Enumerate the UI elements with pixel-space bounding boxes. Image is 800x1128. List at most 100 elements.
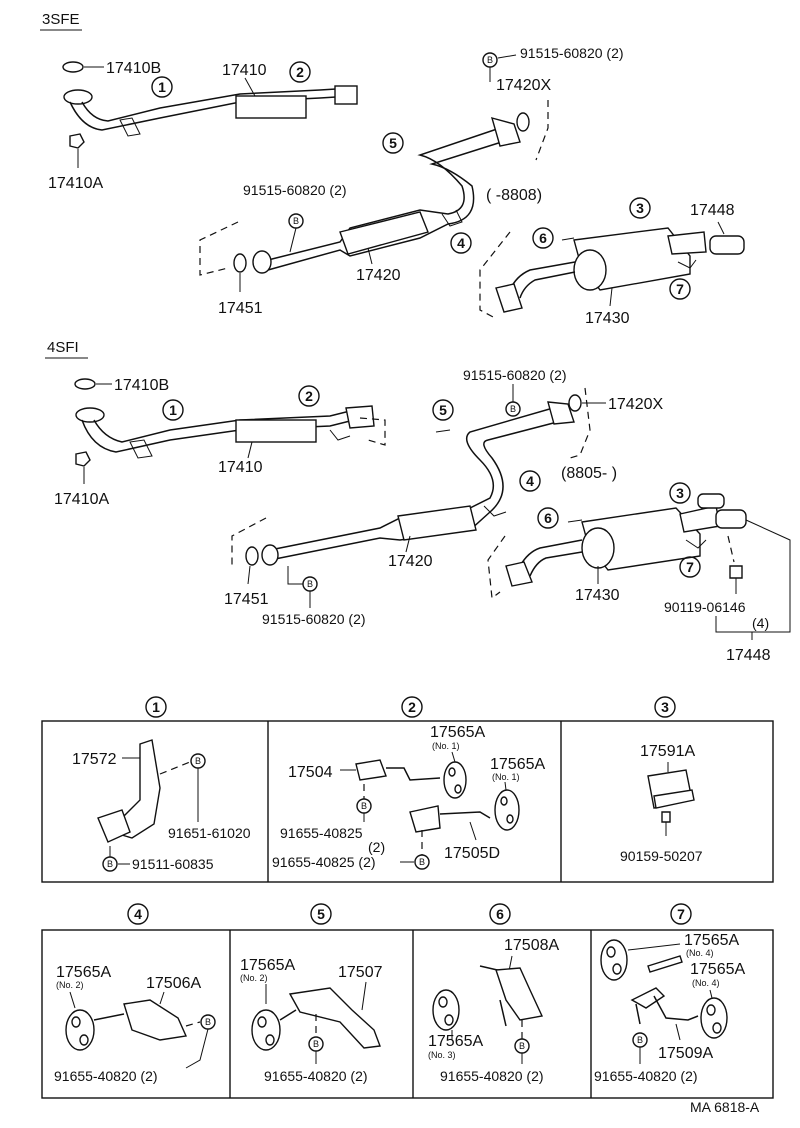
callout-6: 6 [489,903,511,925]
leader-line [289,227,297,253]
bolt-marker-b: B [308,1036,324,1052]
leader-line [715,519,791,633]
svg-text:B: B [519,1041,525,1051]
dashed-guide [199,221,239,276]
svg-text:3: 3 [636,200,644,216]
part-label-17565a-no2: 17565A [56,964,111,981]
part-label-17420x: 17420X [496,77,551,94]
bolt-marker-b: B [482,52,498,68]
leader-line [497,54,517,59]
svg-text:7: 7 [686,559,694,575]
part-label-90119: 90119-06146 [664,599,746,615]
callout-1: 1 [151,76,173,98]
engine-label-3sfe: 3SFE [42,11,80,28]
svg-text:7: 7 [677,906,685,922]
bolt-marker-b: B [356,798,372,814]
part-label-17507: 17507 [338,964,383,981]
part-label-91651: 91651-61020 [168,825,251,841]
callout-6: 6 [532,227,554,249]
nut-17410a [75,451,91,467]
bracket-clamp [97,809,131,843]
leader-line [451,751,456,763]
muffler-17430-4sfi [505,493,747,587]
detail-row-1 [41,720,774,883]
callout-7: 7 [669,278,691,300]
stay-rod [386,767,441,781]
svg-text:1: 1 [169,402,177,418]
leader-line [361,981,367,1011]
bracket-17572 [110,739,161,839]
part-label-17506a: 17506A [146,975,201,992]
callout-3: 3 [669,482,691,504]
part-label-bolt-91515: 91515-60820 (2) [463,367,567,383]
dashed-guide [727,535,735,563]
gasket-17420x [568,394,582,412]
svg-text:B: B [195,756,201,766]
svg-text:3: 3 [676,485,684,501]
svg-text:5: 5 [317,906,325,922]
qty-label: (2) [368,839,385,855]
gasket-17451 [245,546,259,566]
callout-4: 4 [450,232,472,254]
svg-text:5: 5 [439,402,447,418]
gasket-17410b [62,61,84,73]
dashed-guide [159,761,191,775]
svg-text:6: 6 [544,510,552,526]
gasket-17420x [516,112,530,132]
part-label-90159: 90159-50207 [620,848,703,864]
part-label-91655-40825: 91655-40825 [280,825,363,841]
svg-text:1: 1 [152,699,160,715]
bracket-17506a [123,999,188,1041]
part-label-17451: 17451 [218,300,263,317]
part-label-17508a: 17508A [504,937,559,954]
stay-rod [499,999,507,1027]
svg-text:2: 2 [296,64,304,80]
bolt-marker-b: B [190,753,206,769]
svg-text:4: 4 [457,235,465,251]
part-label-17591a: 17591A [640,743,695,760]
part-label-17565a-no2: 17565A [240,957,295,974]
mount-base [653,789,695,809]
part-label-17430: 17430 [585,310,630,327]
leader-line [244,77,256,97]
svg-text:3: 3 [661,699,669,715]
part-label-17430: 17430 [575,587,620,604]
svg-text:B: B [487,55,493,65]
callout-5: 5 [382,132,404,154]
leader-line [504,781,507,791]
svg-text:2: 2 [305,388,313,404]
dashed-guide [479,231,511,319]
part-note-no4: (No. 4) [692,978,720,988]
part-label-17565a-no1: 17565A [430,724,485,741]
rubber-hanger-17565a [65,1009,95,1051]
bolt-marker-b: B [505,401,521,417]
date-range-upper: ( -8808) [486,187,542,204]
leader-line [469,821,477,841]
callout-3: 3 [629,197,651,219]
part-note-no1: (No. 1) [492,772,520,782]
callout-5: 5 [310,903,332,925]
callout-7: 7 [670,903,692,925]
bracket-17505d [409,805,441,833]
leader-line [247,441,253,459]
callout-5: 5 [432,399,454,421]
part-label-17451: 17451 [224,591,269,608]
part-label-17410b: 17410B [106,60,161,77]
svg-text:7: 7 [676,281,684,297]
part-label-17565a-no4: 17565A [684,932,739,949]
part-label-17420: 17420 [356,267,401,284]
part-label-bolt-91515: 91515-60820 (2) [262,611,366,627]
part-label-bolt-91515: 91515-60820 (2) [520,45,624,61]
leader-line [185,1028,209,1069]
svg-text:B: B [419,857,425,867]
part-label-91511: 91511-60835 [132,856,214,872]
part-note-no3: (No. 3) [428,1050,456,1060]
rubber-hanger-17565a [700,997,728,1039]
part-label-91655-40820: 91655-40820 (2) [54,1068,158,1084]
part-label-91655-40820: 91655-40820 (2) [264,1068,368,1084]
svg-text:B: B [510,404,516,414]
bolt-marker-b: B [632,1032,648,1048]
part-label-17410b: 17410B [114,377,169,394]
svg-text:5: 5 [389,135,397,151]
part-label-17505d: 17505D [444,845,500,862]
